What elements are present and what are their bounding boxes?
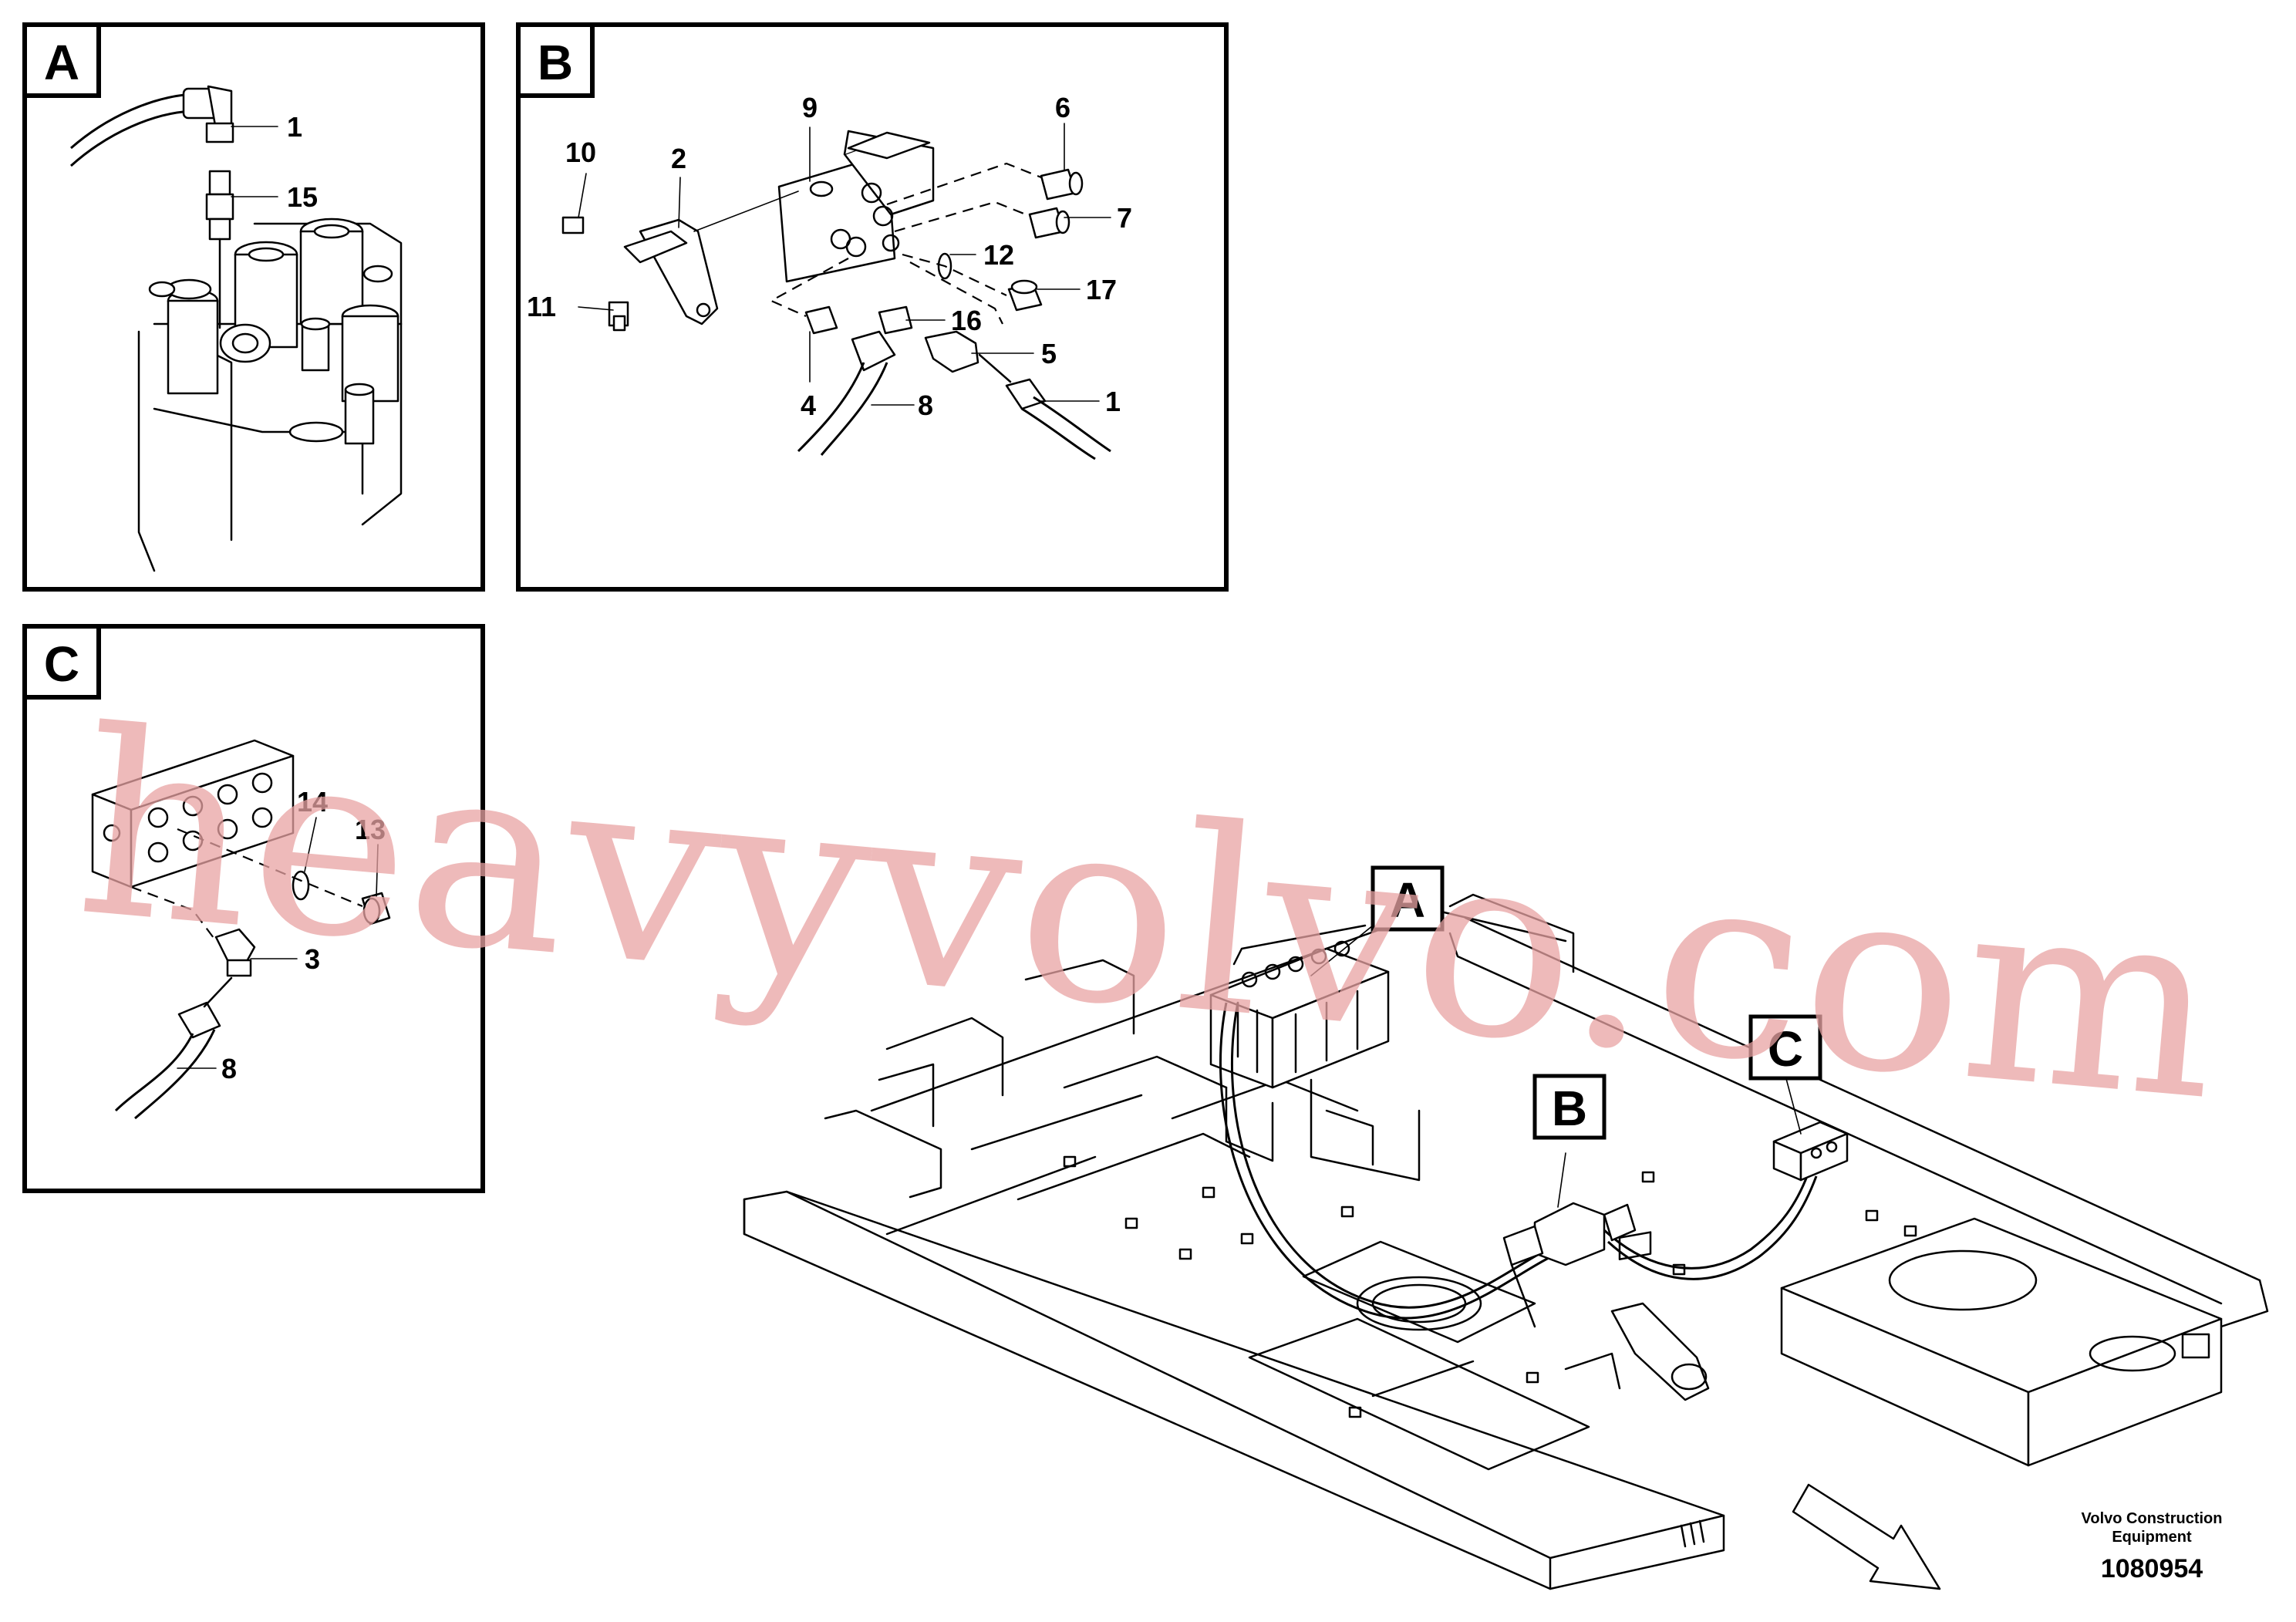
panel-b-callout-4: 4 — [801, 389, 816, 421]
panel-b-callout-9: 9 — [802, 92, 818, 123]
main-tag-b: B — [1552, 1081, 1587, 1136]
panel-a-label: A — [44, 35, 79, 90]
panel-b-callout-6: 6 — [1055, 92, 1070, 123]
panel-c-callout-8: 8 — [221, 1053, 237, 1084]
footer-block: Volvo Construction Equipment 1080954 — [2082, 1510, 2223, 1583]
panel-b-callout-8: 8 — [918, 389, 933, 421]
watermark-text: heavyvolvo.com — [68, 675, 2230, 1157]
panel-c-label: C — [44, 636, 79, 692]
panel-c-callout-14: 14 — [297, 786, 328, 818]
panel-a-callout-15: 15 — [287, 181, 318, 213]
panel-c-callout-3: 3 — [305, 943, 320, 975]
company-name-line1: Volvo Construction — [2082, 1510, 2223, 1527]
panel-b-callout-16: 16 — [951, 305, 982, 336]
panel-b-callout-5: 5 — [1041, 338, 1057, 369]
main-tag-c: C — [1768, 1021, 1803, 1077]
panel-a-callout-1: 1 — [287, 111, 302, 143]
main-tag-a: A — [1390, 872, 1425, 928]
detail-panel-a: A 1 15 — [22, 22, 485, 592]
panel-b-label: B — [538, 35, 573, 90]
company-name-line2: Equipment — [2112, 1529, 2192, 1546]
panel-b-callout-17: 17 — [1086, 274, 1117, 305]
panel-b-callout-7: 7 — [1117, 202, 1132, 234]
main-frame-view: A B C — [743, 865, 2269, 1590]
panel-b-callout-11: 11 — [527, 291, 556, 322]
panel-b-callout-1: 1 — [1105, 386, 1121, 417]
panel-b-callout-10: 10 — [565, 137, 596, 168]
detail-panel-c: C 14 13 3 8 — [22, 624, 485, 1193]
detail-panel-b: B — [516, 22, 1229, 592]
panel-c-callout-13: 13 — [355, 814, 386, 845]
panel-b-callout-2: 2 — [671, 143, 686, 174]
forward-direction-arrow — [1792, 1483, 1941, 1590]
drawing-number: 1080954 — [2101, 1554, 2203, 1583]
panel-b-callout-12: 12 — [983, 239, 1014, 271]
